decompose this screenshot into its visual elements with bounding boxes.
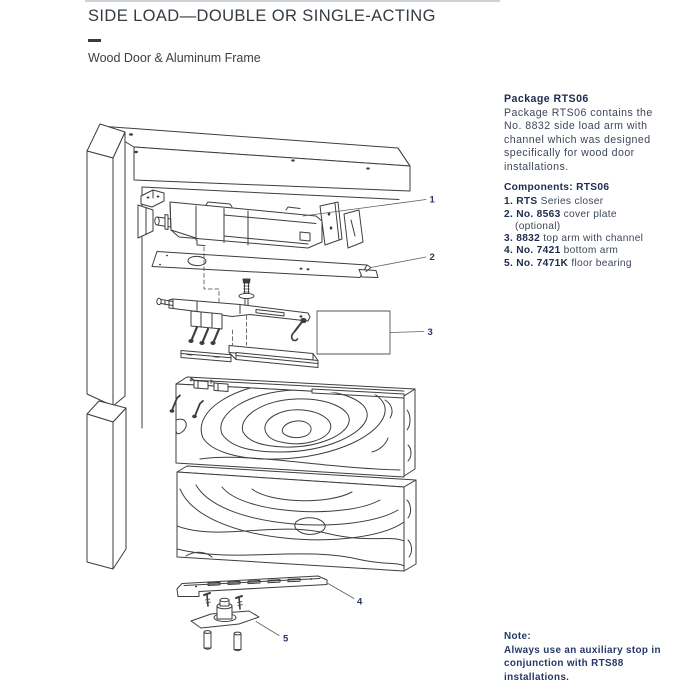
component-item: 3. 8832 top arm with channel [504, 233, 644, 245]
component-item: 4. No. 7421 bottom arm [504, 245, 619, 257]
callout-leaders [255, 199, 427, 636]
components-heading: Components: RTS06 [504, 182, 610, 193]
component-item: 1. RTS Series closer [504, 196, 604, 208]
component-item-continuation: (optional) [515, 220, 561, 232]
callout-numbers: 1 2 3 4 5 [283, 195, 436, 645]
package-description: Package RTS06 Package RTS06 contains the… [504, 93, 689, 175]
component-item: 2. No. 8563 cover plate [504, 208, 617, 220]
closer-mounting-bracket [137, 189, 165, 239]
note-block: Note: Always use an auxiliary stop in con… [504, 630, 689, 684]
cover-plate [151, 251, 379, 278]
text-line: channel which was designed [504, 133, 651, 146]
rts-closer [154, 201, 364, 249]
top-arm-with-channel [156, 246, 391, 368]
callout-2: 2 [430, 252, 435, 263]
callout-4: 4 [357, 597, 363, 608]
door-frame [86, 123, 411, 570]
callout-1: 1 [430, 195, 436, 206]
callout-3: 3 [428, 327, 433, 338]
title-dash-rule [88, 39, 101, 42]
page-subtitle: Wood Door & Aluminum Frame [88, 51, 261, 65]
note-heading: Note: [504, 631, 531, 642]
bottom-arm [176, 575, 328, 597]
text-line: No. 8832 side load arm with [504, 120, 648, 133]
text-line: Always use an auxiliary stop in [504, 644, 661, 656]
text-line: conjunction with RTS88 [504, 658, 624, 669]
text-line: Package RTS06 contains the [504, 106, 653, 119]
text-line: specifically for wood door [504, 147, 635, 160]
page-top-edge [85, 0, 500, 2]
package-heading: Package RTS06 [504, 93, 589, 105]
floor-bearing [190, 592, 260, 652]
component-item: 5. No. 7471K floor bearing [504, 257, 632, 269]
note-body: Always use an auxiliary stop in conjuncti… [504, 644, 689, 685]
wood-door-upper-panel [169, 376, 416, 478]
wood-door-lower-panel [176, 465, 417, 572]
callout-5: 5 [283, 634, 289, 645]
page-title: SIDE LOAD—DOUBLE OR SINGLE-ACTING [88, 7, 436, 25]
text-line: installations. [504, 671, 570, 683]
text-line: installations. [504, 160, 569, 173]
